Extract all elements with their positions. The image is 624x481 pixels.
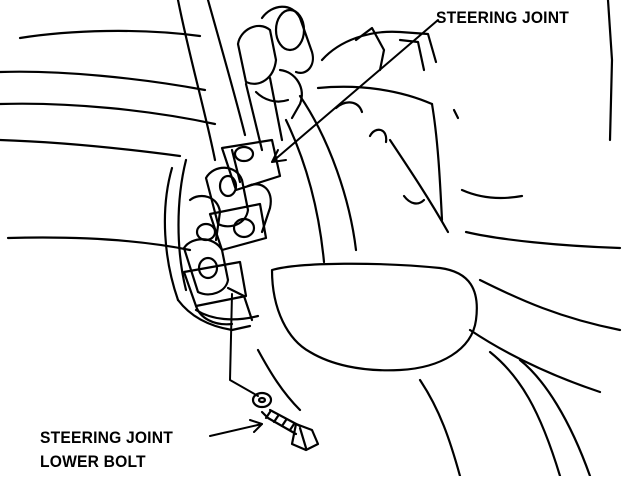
label-lower-bolt-line2: LOWER BOLT [40, 452, 146, 471]
leader-steering-joint-arrowhead [271, 149, 287, 163]
label-steering-joint: STEERING JOINT [436, 8, 569, 27]
universal-joint [163, 138, 282, 332]
label-lower-bolt-line1: STEERING JOINT [40, 428, 173, 447]
lower-bolt [251, 391, 320, 452]
vehicle-frame-lines [0, 0, 247, 252]
leader-lower-bolt [229, 293, 259, 397]
steering-shaft [236, 5, 314, 152]
firewall-panel [284, 0, 622, 264]
washer [251, 391, 273, 409]
leader-steering-joint [271, 19, 439, 163]
leader-lower-bolt-label [209, 423, 263, 437]
leader-lines [209, 19, 439, 437]
steering-boot-cover [256, 262, 622, 478]
